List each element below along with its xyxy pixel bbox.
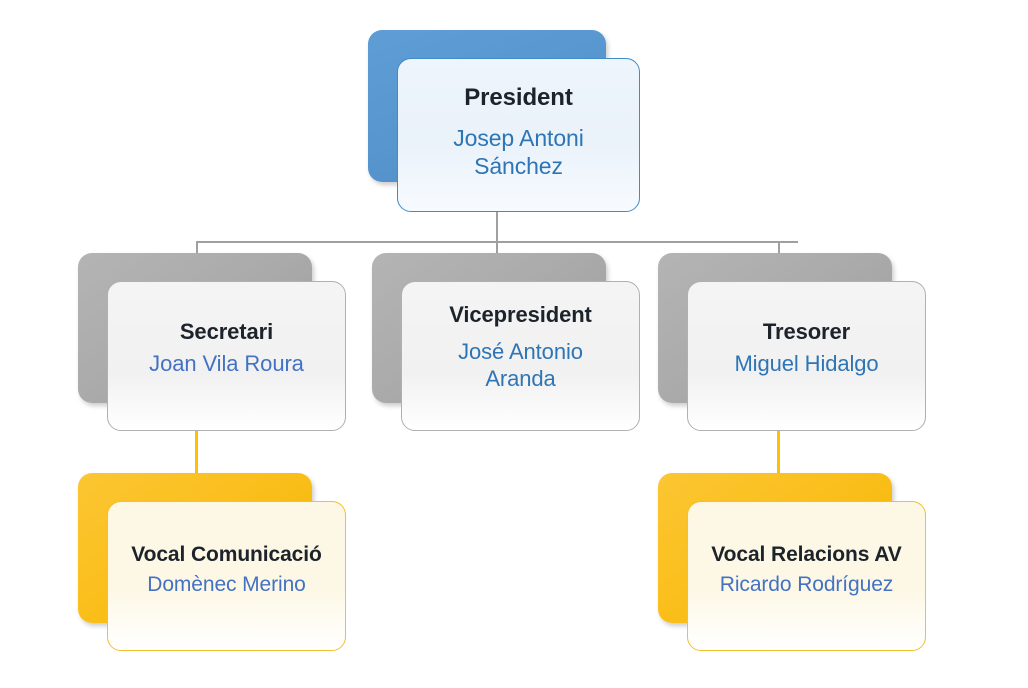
connector-to-tresorer [778, 241, 780, 263]
node-secretari[interactable]: Secretari Joan Vila Roura [78, 253, 346, 431]
connector-secretari-to-vocal-comunicacio [195, 420, 198, 482]
node-vicepresident-card[interactable]: Vicepresident José Antonio Aranda [401, 281, 640, 431]
node-vocal-comunicacio-name-line1: Domènec Merino [147, 572, 306, 596]
connector-to-secretari [196, 241, 198, 263]
connector-tresorer-to-vocal-relacions [777, 420, 780, 482]
node-secretari-title: Secretari [179, 319, 274, 344]
node-tresorer-card[interactable]: Tresorer Miguel Hidalgo [687, 281, 926, 431]
node-vocal-comunicacio[interactable]: Vocal Comunicació Domènec Merino [78, 473, 346, 651]
node-vocal-comunicacio-card[interactable]: Vocal Comunicació Domènec Merino [107, 501, 346, 651]
node-vocal-relacions-av[interactable]: Vocal Relacions AV Ricardo Rodríguez [658, 473, 926, 651]
node-vocal-relacions-av-name-line1: Ricardo Rodríguez [719, 572, 894, 596]
node-vicepresident-name-line1: José Antonio [458, 338, 583, 364]
connector-president-stem [496, 207, 498, 243]
node-vocal-comunicacio-title: Vocal Comunicació [131, 543, 322, 566]
node-tresorer[interactable]: Tresorer Miguel Hidalgo [658, 253, 926, 431]
node-vicepresident-title: Vicepresident [449, 302, 592, 327]
connector-to-vicepresident [496, 241, 498, 263]
node-vicepresident-name-line2: Aranda [485, 365, 556, 391]
node-president-name-line2: Sánchez [474, 153, 563, 180]
node-vicepresident[interactable]: Vicepresident José Antonio Aranda [372, 253, 640, 431]
node-president-name-line1: Josep Antoni [453, 125, 584, 152]
node-tresorer-name-line1: Miguel Hidalgo [734, 350, 879, 376]
node-vocal-relacions-av-card[interactable]: Vocal Relacions AV Ricardo Rodríguez [687, 501, 926, 651]
node-president[interactable]: President Josep Antoni Sánchez [368, 30, 640, 212]
node-secretari-name-line1: Joan Vila Roura [149, 350, 304, 376]
node-president-card[interactable]: President Josep Antoni Sánchez [397, 58, 640, 212]
node-secretari-card[interactable]: Secretari Joan Vila Roura [107, 281, 346, 431]
node-president-title: President [464, 84, 573, 111]
node-tresorer-title: Tresorer [762, 319, 851, 344]
node-vocal-relacions-av-title: Vocal Relacions AV [711, 543, 902, 566]
